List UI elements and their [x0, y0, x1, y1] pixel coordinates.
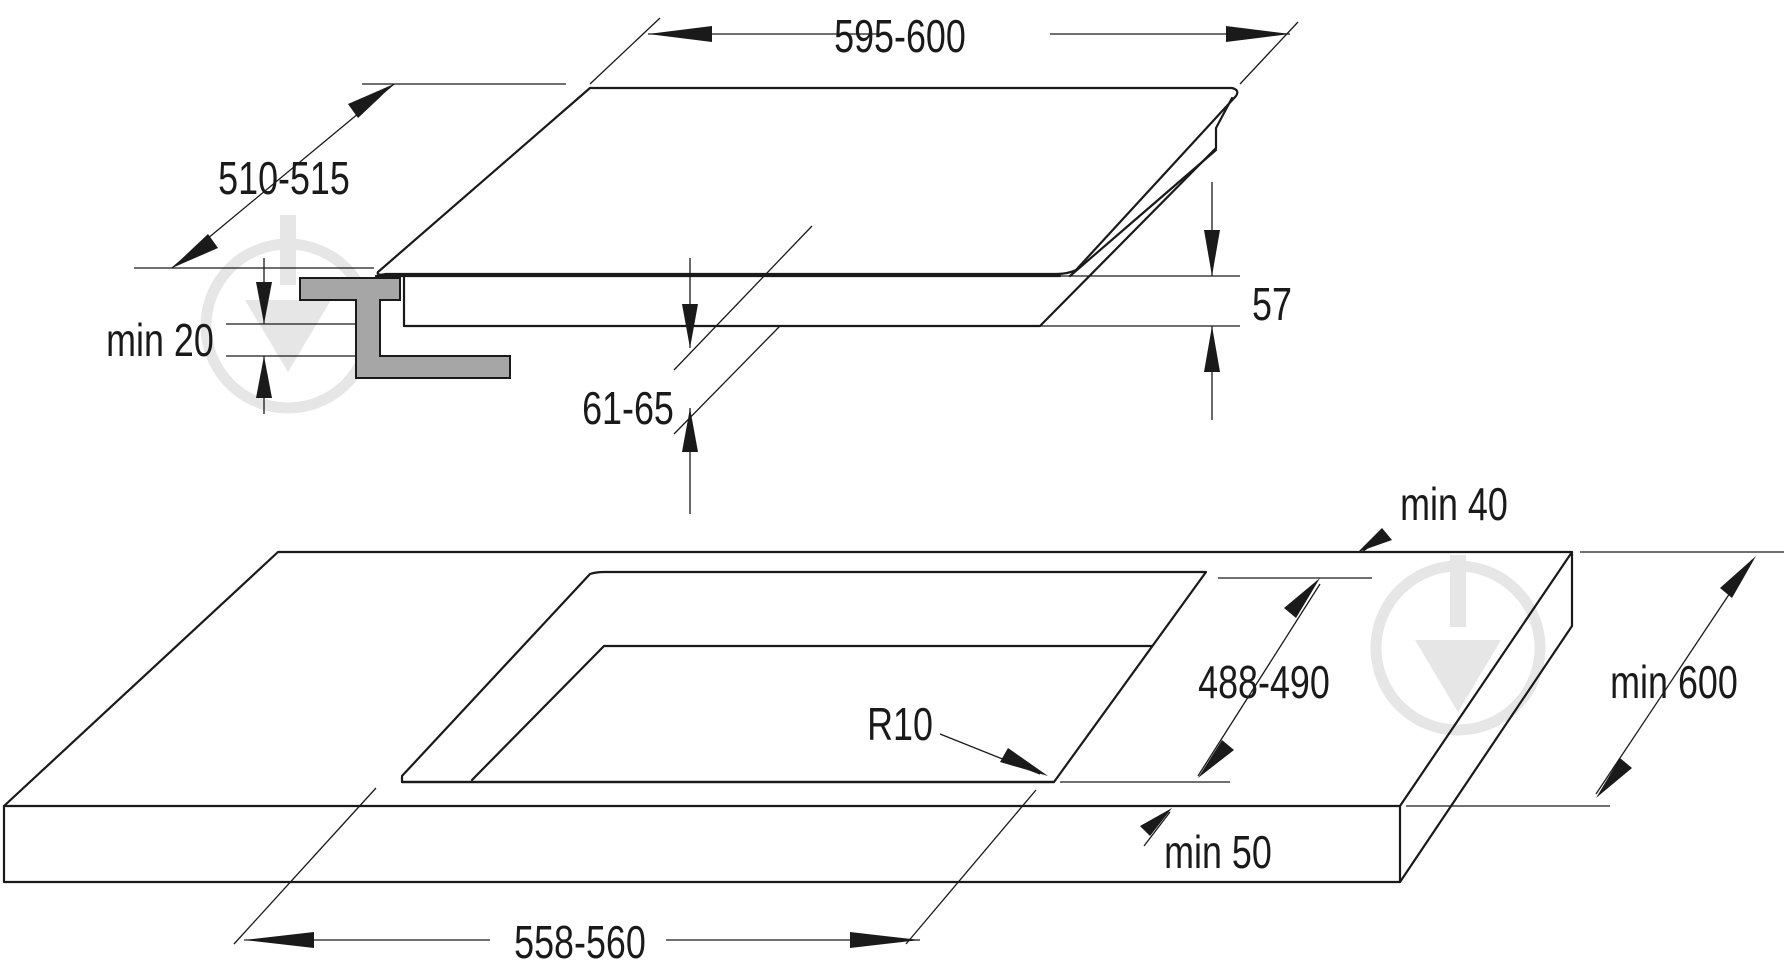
mounting-bracket-icon: [299, 277, 511, 379]
watermark-logo-icon: [1370, 555, 1546, 736]
cutout-width-label: 558-560: [514, 917, 646, 968]
built-in-depth-label: 61-65: [582, 383, 674, 434]
corner-radius-label: R10: [867, 699, 933, 750]
dimension-lines-bottom: [233, 528, 1784, 948]
hob-height-label: 57: [1252, 279, 1292, 330]
hob-drawing: [374, 86, 1239, 328]
clearance-below-label: min 20: [106, 315, 214, 366]
dimension-lines-top: [134, 17, 1299, 514]
worktop-drawing: [2, 550, 1574, 884]
min-worktop-depth-label: min 600: [1610, 657, 1738, 708]
cutout-depth-label: 488-490: [1198, 657, 1330, 708]
min-rear-label: min 40: [1400, 479, 1508, 530]
watermark-logo-icon: [200, 215, 376, 414]
min-front-label: min 50: [1164, 827, 1272, 878]
hob-width-label: 595-600: [834, 11, 966, 62]
hob-depth-label: 510-515: [218, 153, 350, 204]
